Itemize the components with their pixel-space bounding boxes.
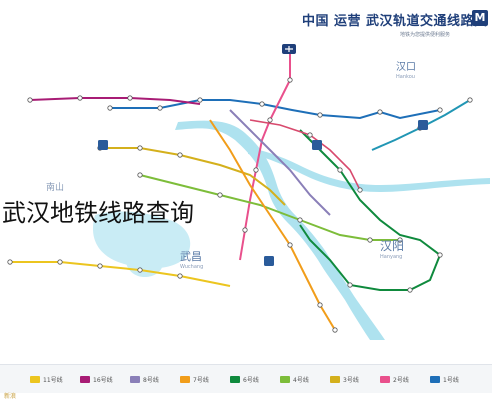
station[interactable] (332, 327, 338, 333)
station[interactable] (297, 217, 303, 223)
yangtze-river (175, 120, 385, 340)
legend-item[interactable]: 16号线 (80, 374, 113, 384)
legend-item[interactable]: 3号线 (330, 374, 359, 384)
line-16 (29, 97, 201, 105)
legend-swatch (430, 375, 440, 383)
legend-item[interactable]: 6号线 (230, 374, 259, 384)
east-lake (92, 211, 191, 269)
district-nanshan: 南山 (46, 181, 64, 193)
district-wuchang-en: Wuchang (180, 264, 203, 270)
legend-label: 3号线 (343, 376, 359, 384)
map-title: 中国 运营 武汉轨道交通线路图 (302, 14, 488, 29)
station[interactable] (97, 263, 103, 269)
district-hanyang-en: Hanyang (380, 254, 402, 260)
station[interactable] (127, 95, 133, 101)
station[interactable] (397, 237, 403, 243)
map-canvas: 汉口 Hankou 汉阳 Hanyang 武昌 Wuchang 南山 (7, 44, 490, 340)
stations (7, 77, 473, 333)
station[interactable] (137, 145, 143, 151)
station[interactable] (347, 282, 353, 288)
legend-item[interactable]: 7号线 (180, 374, 209, 384)
station[interactable] (137, 172, 143, 178)
station[interactable] (217, 192, 223, 198)
district-hankou: 汉口 (396, 61, 416, 73)
station[interactable] (337, 167, 343, 173)
station[interactable] (177, 152, 183, 158)
legend-swatch (180, 375, 190, 383)
legend-swatch (30, 375, 40, 383)
legend-swatch (330, 375, 340, 383)
station[interactable] (27, 97, 33, 103)
line-4 (139, 174, 400, 241)
legend-label: 11号线 (43, 376, 63, 384)
legend-label: 7号线 (193, 376, 209, 384)
station[interactable] (157, 105, 163, 111)
airport-icon (282, 44, 296, 54)
district-wuchang: 武昌 (180, 250, 202, 263)
metro-logo-icon: M (472, 10, 488, 26)
district-hankou-en: Hankou (396, 74, 415, 80)
station[interactable] (287, 242, 293, 248)
station[interactable] (7, 259, 13, 265)
station[interactable] (317, 112, 323, 118)
legend-item[interactable]: 2号线 (380, 374, 409, 384)
line-2 (239, 50, 291, 261)
legend-item[interactable]: 4号线 (280, 374, 309, 384)
legend-swatch (280, 375, 290, 383)
line-legend: 11号线 16号线 8号线 7号线 6号线 4号线 3号线 2号线 1号线 (0, 364, 492, 393)
legend-label: 4号线 (293, 376, 309, 384)
line-6 (299, 129, 442, 291)
line-8 (229, 109, 331, 216)
station[interactable] (407, 287, 413, 293)
station[interactable] (242, 227, 248, 233)
station[interactable] (137, 267, 143, 273)
station[interactable] (77, 95, 83, 101)
legend-label: 1号线 (443, 376, 459, 384)
line-7 (209, 119, 336, 331)
station[interactable] (177, 273, 183, 279)
page-title: 武汉地铁线路查询 (2, 199, 194, 227)
station[interactable] (307, 132, 313, 138)
railway-station-icon (98, 120, 428, 266)
station[interactable] (107, 105, 113, 111)
station[interactable] (437, 252, 443, 258)
station[interactable] (287, 77, 293, 83)
legend-label: 6号线 (243, 376, 259, 384)
station[interactable] (267, 117, 273, 123)
legend-swatch (380, 375, 390, 383)
map-subtitle: 地铁为您提供便利服务 (400, 32, 451, 38)
legend-swatch (80, 375, 90, 383)
legend-label: 2号线 (393, 376, 409, 384)
station[interactable] (357, 187, 363, 193)
legend-swatch (230, 375, 240, 383)
legend-swatch (130, 375, 140, 383)
watermark: 新浪 (4, 393, 17, 400)
station[interactable] (367, 237, 373, 243)
legend-item[interactable]: 11号线 (30, 374, 63, 384)
map-header: 中国 运营 武汉轨道交通线路图 地铁为您提供便利服务 M (300, 6, 488, 40)
station[interactable] (377, 109, 383, 115)
station[interactable] (253, 167, 259, 173)
legend-item[interactable]: 8号线 (130, 374, 159, 384)
station[interactable] (197, 97, 203, 103)
station[interactable] (57, 259, 63, 265)
station[interactable] (437, 107, 443, 113)
legend-item[interactable]: 1号线 (430, 374, 459, 384)
district-hanyang: 汉阳 (380, 239, 404, 253)
station[interactable] (259, 101, 265, 107)
legend-label: 8号线 (143, 376, 159, 384)
station[interactable] (467, 97, 473, 103)
legend-label: 16号线 (93, 376, 113, 384)
han-river (248, 148, 490, 192)
station[interactable] (317, 302, 323, 308)
